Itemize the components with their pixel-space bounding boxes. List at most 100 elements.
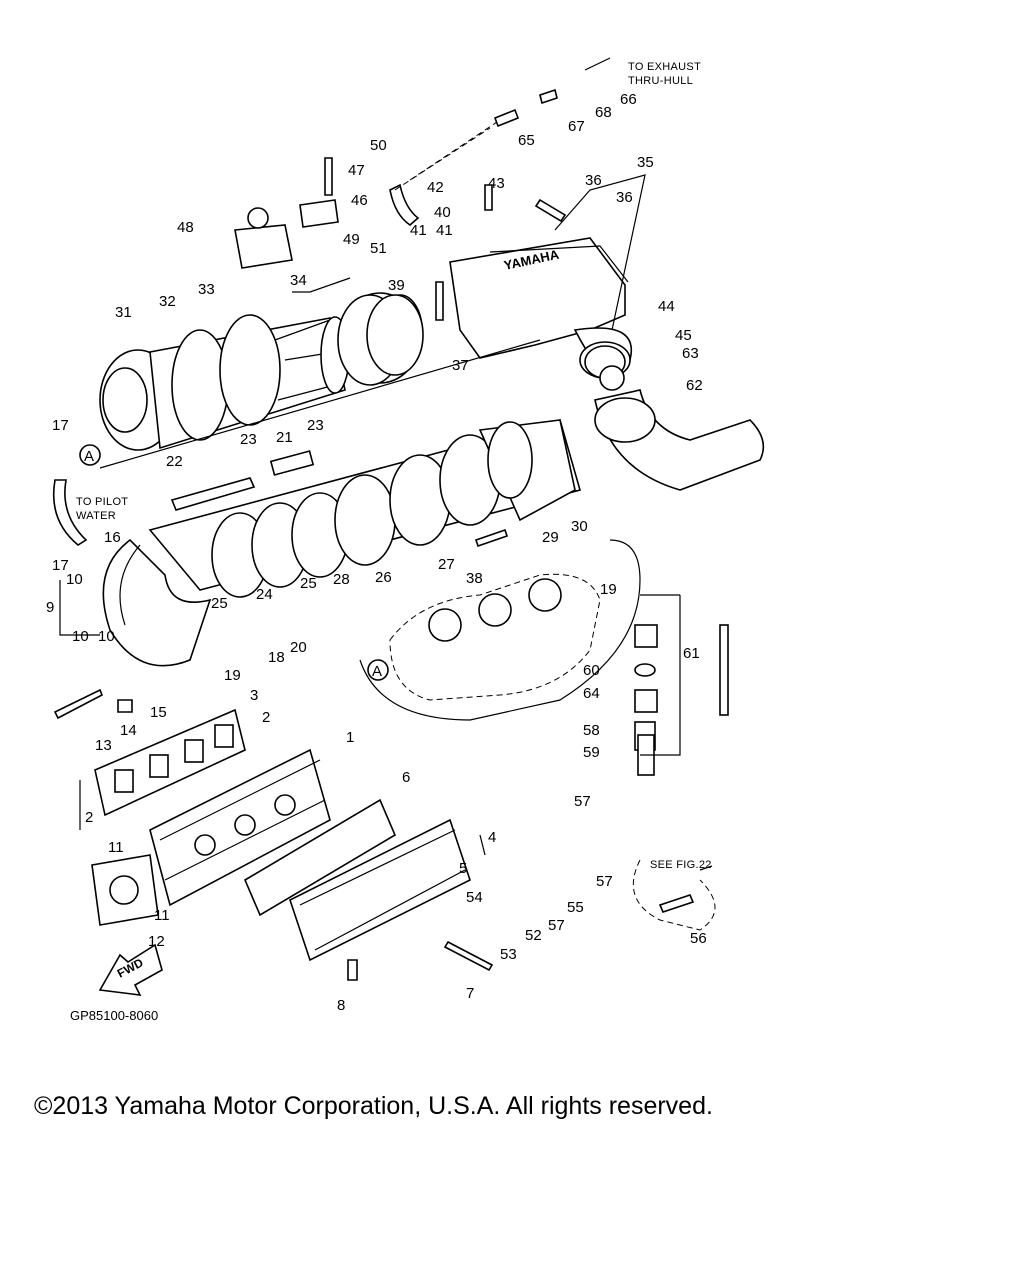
part-number-51: 51: [370, 240, 387, 257]
see-fig-label: SEE FIG.22: [650, 859, 712, 871]
part-number-52: 52: [525, 927, 542, 944]
cover-plates: [243, 798, 471, 962]
part-number-36: 36: [585, 172, 602, 189]
part-number-50: 50: [370, 137, 387, 154]
part-number-2: 2: [262, 709, 270, 726]
part-number-25: 25: [211, 595, 228, 612]
part-number-7: 7: [466, 985, 474, 1002]
part-number-43: 43: [488, 175, 505, 192]
part-number-64: 64: [583, 685, 600, 702]
part-number-38: 38: [466, 570, 483, 587]
part-number-22: 22: [166, 453, 183, 470]
part-number-23: 23: [240, 431, 257, 448]
copyright-notice: ©2013 Yamaha Motor Corporation, U.S.A. A…: [34, 1092, 713, 1120]
part-number-47: 47: [348, 162, 365, 179]
exhaust-manifold-1: [149, 748, 331, 907]
reference-a-top: A: [79, 444, 101, 466]
part-number-42: 42: [427, 179, 444, 196]
part-number-23: 23: [307, 417, 324, 434]
part-number-10: 10: [66, 571, 83, 588]
part-number-10: 10: [98, 628, 115, 645]
part-number-17: 17: [52, 417, 69, 434]
part-number-17: 17: [52, 557, 69, 574]
part-number-32: 32: [159, 293, 176, 310]
part-number-24: 24: [256, 586, 273, 603]
part-number-57: 57: [574, 793, 591, 810]
part-number-66: 66: [620, 91, 637, 108]
part-number-63: 63: [682, 345, 699, 362]
part-number-37: 37: [452, 357, 469, 374]
fitting-group-58-61: [634, 624, 729, 776]
part-number-15: 15: [150, 704, 167, 721]
part-number-39: 39: [388, 277, 405, 294]
part-number-28: 28: [333, 571, 350, 588]
part-number-16: 16: [104, 529, 121, 546]
part-number-11: 11: [108, 839, 124, 856]
part-number-54: 54: [466, 889, 483, 906]
part-number-2: 2: [85, 809, 93, 826]
part-number-13: 13: [95, 737, 112, 754]
part-number-53: 53: [500, 946, 517, 963]
bolts: [53, 157, 509, 981]
part-number-4: 4: [488, 829, 496, 846]
part-number-59: 59: [583, 744, 600, 761]
to-pilot-label-2: WATER: [76, 510, 116, 522]
part-number-36: 36: [616, 189, 633, 206]
exhaust-elbow-9: [102, 538, 212, 667]
part-number-19: 19: [224, 667, 241, 684]
engine-outline: [389, 573, 601, 701]
part-number-29: 29: [542, 529, 559, 546]
part-number-3: 3: [250, 687, 258, 704]
part-number-5: 5: [459, 860, 467, 877]
water-lock-assembly: YAMAHA: [449, 237, 633, 371]
leader-lines: [59, 57, 713, 871]
part-number-30: 30: [571, 518, 588, 535]
fwd-arrow: FWD: [98, 943, 163, 996]
part-number-11: 11: [154, 907, 170, 924]
part-number-49: 49: [343, 231, 360, 248]
part-number-20: 20: [290, 639, 307, 656]
pipe-22: [170, 450, 315, 511]
part-number-68: 68: [595, 104, 612, 121]
part-number-6: 6: [402, 769, 410, 786]
part-number-9: 9: [46, 599, 54, 616]
part-number-62: 62: [686, 377, 703, 394]
part-number-1: 1: [346, 729, 354, 746]
part-number-67: 67: [568, 118, 585, 135]
part-number-31: 31: [115, 304, 132, 321]
pilot-water-hose-16: [52, 479, 88, 546]
part-number-33: 33: [198, 281, 215, 298]
reference-a-bottom: A: [367, 659, 389, 681]
part-number-61: 61: [683, 645, 700, 662]
part-number-25: 25: [300, 575, 317, 592]
part-number-57: 57: [548, 917, 565, 934]
part-number-35: 35: [637, 154, 654, 171]
hose-56: [632, 859, 716, 931]
to-exhaust-label-2: THRU-HULL: [628, 75, 693, 87]
part-number-46: 46: [351, 192, 368, 209]
part-number-48: 48: [177, 219, 194, 236]
gasket-3: [94, 708, 246, 817]
part-number-34: 34: [290, 272, 307, 289]
ref-a-bottom-label: A: [372, 663, 382, 680]
part-number-21: 21: [276, 429, 293, 446]
gaskets-34-37-44-45: [337, 294, 626, 391]
top-hoses: [389, 88, 567, 227]
part-number-19: 19: [600, 581, 617, 598]
part-number-58: 58: [583, 722, 600, 739]
part-number-55: 55: [567, 899, 584, 916]
bracket-46-48: [234, 199, 339, 269]
part-number-65: 65: [518, 132, 535, 149]
part-number-57: 57: [596, 873, 613, 890]
to-exhaust-label-1: TO EXHAUST: [628, 61, 701, 73]
part-number-56: 56: [690, 930, 707, 947]
part-number-26: 26: [375, 569, 392, 586]
part-number-41: 41: [410, 222, 427, 239]
exhaust-parts-diagram: YAMAHA: [46, 57, 765, 1023]
drawing-code: GP85100-8060: [70, 1008, 158, 1023]
part-number-14: 14: [120, 722, 137, 739]
part-number-10: 10: [72, 628, 89, 645]
part-number-45: 45: [675, 327, 692, 344]
part-number-27: 27: [438, 556, 455, 573]
